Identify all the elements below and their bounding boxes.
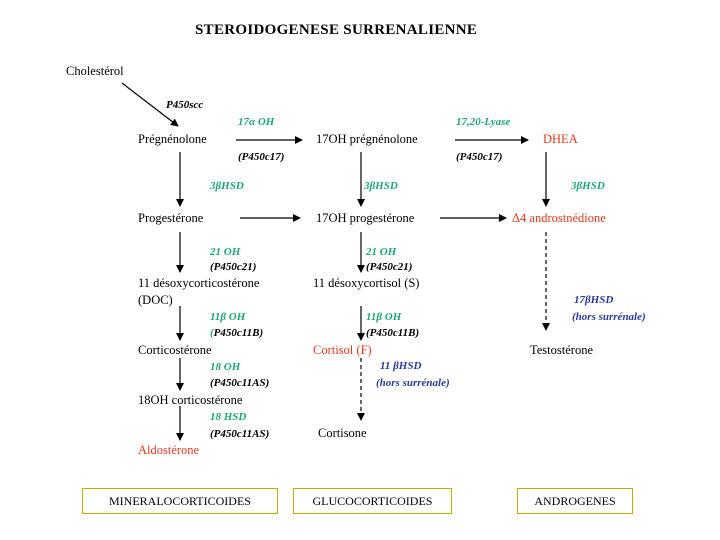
molecule-corticosterone: Corticostérone xyxy=(138,343,212,357)
molecule-progesterone: Progestérone xyxy=(138,211,204,225)
molecule-17oh-pregnenolone: 17OH prégnénolone xyxy=(316,132,418,146)
molecule-pregnenolone: Prégnénolone xyxy=(138,132,207,146)
enzyme-21-oh-a: 21 OH xyxy=(210,246,241,258)
beta-symbol: β xyxy=(393,360,399,372)
enzyme-17alpha-oh: 17α OH xyxy=(238,116,274,128)
molecule-doc: (DOC) xyxy=(138,293,173,307)
enzyme-3beta-hsd-b: 3βHSD xyxy=(364,180,398,192)
enzyme-p450c11b-a: (P450c11B) xyxy=(210,327,264,339)
enzyme-3beta-hsd-a: 3βHSD xyxy=(210,180,244,192)
molecule-dhea: DHEA xyxy=(543,132,578,146)
hsd-label: HSD xyxy=(582,180,605,192)
enzyme-lyase: 17,20-Lyase xyxy=(456,116,511,128)
enzyme-p450scc: P450scc xyxy=(166,99,204,111)
enzyme-18-oh: 18 OH xyxy=(210,361,241,373)
beta-symbol: 3β xyxy=(210,180,222,192)
enzyme-18-hsd: 18 HSD xyxy=(210,411,247,423)
enzyme-11beta-suffix: OH xyxy=(226,311,246,323)
enzyme-11beta-prefix: 11 xyxy=(210,311,221,323)
alpha-symbol: α xyxy=(249,116,256,128)
enzyme-p450c11b-b: (P450c11B) xyxy=(366,327,420,339)
molecule-desoxycortisol: 11 désoxycortisol (S) xyxy=(313,276,420,290)
enzyme-p450c11as-b: (P450c11AS) xyxy=(210,428,270,440)
molecule-aldosterone: Aldostérone xyxy=(138,443,200,457)
molecule-cortisol: Cortisol (F) xyxy=(313,343,372,357)
enzyme-p450c17-a: (P450c17) xyxy=(238,151,285,163)
enzyme-p450c17-b: (P450c17) xyxy=(456,151,503,163)
molecule-17oh-progesterone: 17OH progestérone xyxy=(316,211,415,225)
hsd-label: HSD xyxy=(590,294,614,306)
hsd-label: HSD xyxy=(375,180,398,192)
enzyme-11beta-hsd-prefix: 11 xyxy=(380,360,394,372)
enzyme-17beta-hsd: 17βHSD xyxy=(574,294,613,306)
enzyme-hors-surrenale-b: (hors surrénale) xyxy=(376,377,450,389)
enzyme-17alpha-suffix: OH xyxy=(255,116,275,128)
beta-symbol: 17β xyxy=(574,294,591,306)
enzyme-11beta-hsd: 11 βHSD xyxy=(380,360,421,372)
hors-surrenale-label: hors surrénale xyxy=(575,311,642,323)
molecule-cortisone: Cortisone xyxy=(318,426,367,440)
enzyme-11beta-oh-a: 11β OH xyxy=(210,311,245,323)
beta-symbol: β xyxy=(376,311,383,323)
hsd-label: HSD xyxy=(221,180,244,192)
molecule-desoxycorticosterone: 11 désoxycorticostérone xyxy=(138,276,260,290)
enzyme-17alpha-prefix: 17 xyxy=(238,116,249,128)
enzyme-p450c21-b: (P450c21) xyxy=(366,261,413,273)
molecule-delta4-androstenedione: Δ4 androstnédione xyxy=(512,211,606,226)
category-box-androgens: ANDROGENES xyxy=(517,488,633,514)
category-box-glucocorticoids: GLUCOCORTICOIDES xyxy=(293,488,452,514)
molecule-cholesterol: Cholestérol xyxy=(66,64,124,78)
enzyme-p450c11as-a: (P450c11AS) xyxy=(210,377,270,389)
p450c11b-label: P450c11B) xyxy=(213,327,264,339)
hsd-label: HSD xyxy=(398,360,422,372)
molecule-testosterone: Testostérone xyxy=(530,343,593,357)
enzyme-p450c21-a: (P450c21) xyxy=(210,261,257,273)
enzyme-21-oh-b: 21 OH xyxy=(366,246,397,258)
enzyme-11beta-oh-b: 11β OH xyxy=(366,311,401,323)
delta-symbol: Δ xyxy=(512,211,521,225)
enzyme-hors-surrenale-a: (hors surrénale) xyxy=(572,311,646,323)
page-title: STEROIDOGENESE SURRENALIENNE xyxy=(195,22,478,38)
enzyme-11beta-prefix: 11 xyxy=(366,311,377,323)
enzyme-3beta-hsd-c: 3βHSD xyxy=(571,180,605,192)
beta-symbol: 3β xyxy=(364,180,376,192)
beta-symbol: 3β xyxy=(571,180,583,192)
category-box-mineralocorticoids: MINERALOCORTICOIDES xyxy=(82,488,278,514)
arrow-cholesterol-pregnenolone xyxy=(121,82,179,127)
enzyme-11beta-suffix: OH xyxy=(382,311,402,323)
molecule-18oh-corticosterone: 18OH corticostérone xyxy=(138,393,243,407)
beta-symbol: β xyxy=(220,311,227,323)
delta4-label: 4 androstnédione xyxy=(520,211,606,225)
